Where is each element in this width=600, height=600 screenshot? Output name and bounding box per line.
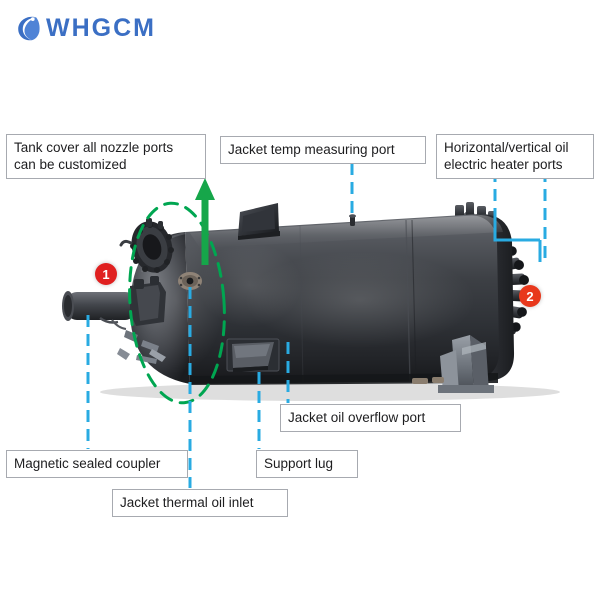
callout-tank-cover-ports: Tank cover all nozzle ports can be custo… — [6, 134, 206, 179]
callout-jacket-thermal-oil-inlet: Jacket thermal oil inlet — [112, 489, 288, 517]
brand-logo-card: WHGCM — [0, 0, 182, 56]
support-lug — [226, 338, 280, 372]
up-arrow-icon — [195, 178, 215, 265]
highlight-ellipse — [128, 201, 226, 405]
callout-magnetic-sealed-coupler: Magnetic sealed coupler — [6, 450, 188, 478]
tank-right-cap — [472, 214, 515, 381]
magnetic-sealed-coupler — [62, 276, 166, 364]
callout-electric-heater-ports: Horizontal/vertical oil electric heater … — [436, 134, 594, 179]
bottom-drain-nozzles — [412, 377, 444, 384]
badge-marker-1: 1 — [95, 263, 117, 285]
brand-name: WHGCM — [46, 13, 156, 42]
badge-marker-2: 2 — [519, 285, 541, 307]
leader-heater-elbow — [493, 213, 542, 262]
callout-jacket-oil-overflow-port: Jacket oil overflow port — [280, 404, 461, 432]
jacket-temp-nozzle — [349, 214, 356, 226]
support-saddle-frame — [438, 335, 494, 393]
callout-support-lug: Support lug — [256, 450, 358, 478]
callout-jacket-temp-measuring-port: Jacket temp measuring port — [220, 136, 426, 164]
manway-cover-flange — [119, 218, 174, 273]
head-face-flange — [178, 272, 202, 290]
top-fin-bracket — [238, 203, 280, 240]
crescent-globe-icon — [18, 16, 40, 41]
